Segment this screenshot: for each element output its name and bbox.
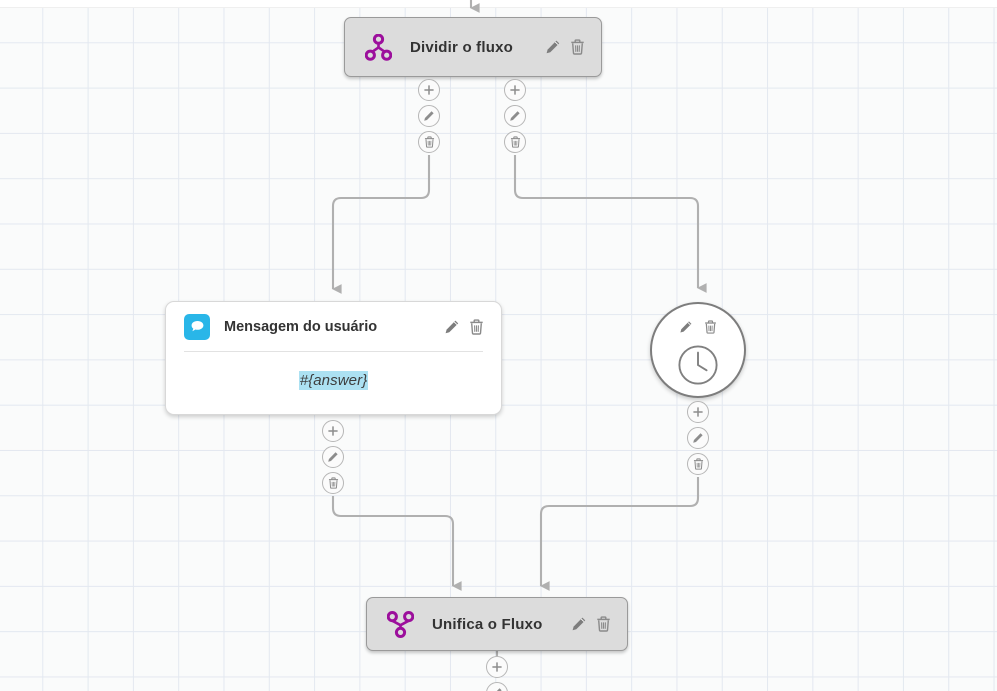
connector-controls-split-right[interactable]	[504, 79, 526, 153]
node-header-actions	[652, 320, 744, 334]
edit-icon[interactable]	[545, 39, 561, 55]
node-header-actions	[545, 39, 585, 55]
delete-connection-button[interactable]	[418, 131, 440, 153]
node-mensagem-do-usuario[interactable]: Mensagem do usuário	[165, 301, 502, 415]
add-step-button[interactable]	[687, 401, 709, 423]
edit-icon[interactable]	[571, 616, 587, 632]
edge-user-message-to-merge	[331, 496, 462, 591]
node-unifica-o-fluxo[interactable]: Unifica o Fluxo	[366, 597, 628, 651]
connector-controls-timer[interactable]	[687, 401, 709, 475]
edit-connection-button[interactable]	[486, 682, 508, 691]
edit-connection-button[interactable]	[322, 446, 344, 468]
connector-controls-split-left[interactable]	[418, 79, 440, 153]
speech-bubble-icon	[184, 313, 210, 340]
answer-token: #{answer}	[298, 370, 369, 390]
connector-controls-user-message[interactable]	[322, 420, 344, 494]
node-dividir-o-fluxo[interactable]: Dividir o fluxo	[344, 17, 602, 77]
add-step-button[interactable]	[418, 79, 440, 101]
edit-connection-button[interactable]	[687, 427, 709, 449]
node-title: Mensagem do usuário	[224, 318, 378, 335]
edit-connection-button[interactable]	[418, 105, 440, 127]
node-header-actions	[571, 616, 611, 632]
delete-icon[interactable]	[596, 616, 611, 632]
node-header-actions	[444, 318, 484, 335]
delete-icon[interactable]	[704, 320, 717, 334]
flow-merge-icon	[387, 610, 414, 638]
node-title: Dividir o fluxo	[410, 38, 514, 56]
edge-timer-to-merge	[539, 477, 700, 591]
delete-icon[interactable]	[570, 39, 585, 55]
edit-connection-button[interactable]	[504, 105, 526, 127]
edge-split-to-user-message	[331, 155, 431, 294]
delete-connection-button[interactable]	[687, 453, 709, 475]
edge-split-to-timer	[513, 155, 707, 293]
add-step-button[interactable]	[322, 420, 344, 442]
delete-connection-button[interactable]	[504, 131, 526, 153]
node-timer[interactable]	[650, 302, 746, 398]
add-step-button[interactable]	[504, 79, 526, 101]
edit-icon[interactable]	[444, 319, 460, 335]
add-step-button[interactable]	[486, 656, 508, 678]
card-header: Mensagem do usuário	[166, 302, 501, 351]
card-divider	[184, 351, 483, 352]
delete-icon[interactable]	[469, 318, 484, 335]
canvas-top-edge	[0, 0, 997, 8]
flow-split-icon	[365, 33, 392, 61]
edit-icon[interactable]	[679, 320, 693, 334]
card-body: #{answer}	[166, 352, 501, 408]
delete-connection-button[interactable]	[322, 472, 344, 494]
clock-icon	[652, 344, 744, 386]
connector-controls-merge[interactable]	[486, 656, 508, 691]
node-title: Unifica o Fluxo	[432, 615, 543, 633]
